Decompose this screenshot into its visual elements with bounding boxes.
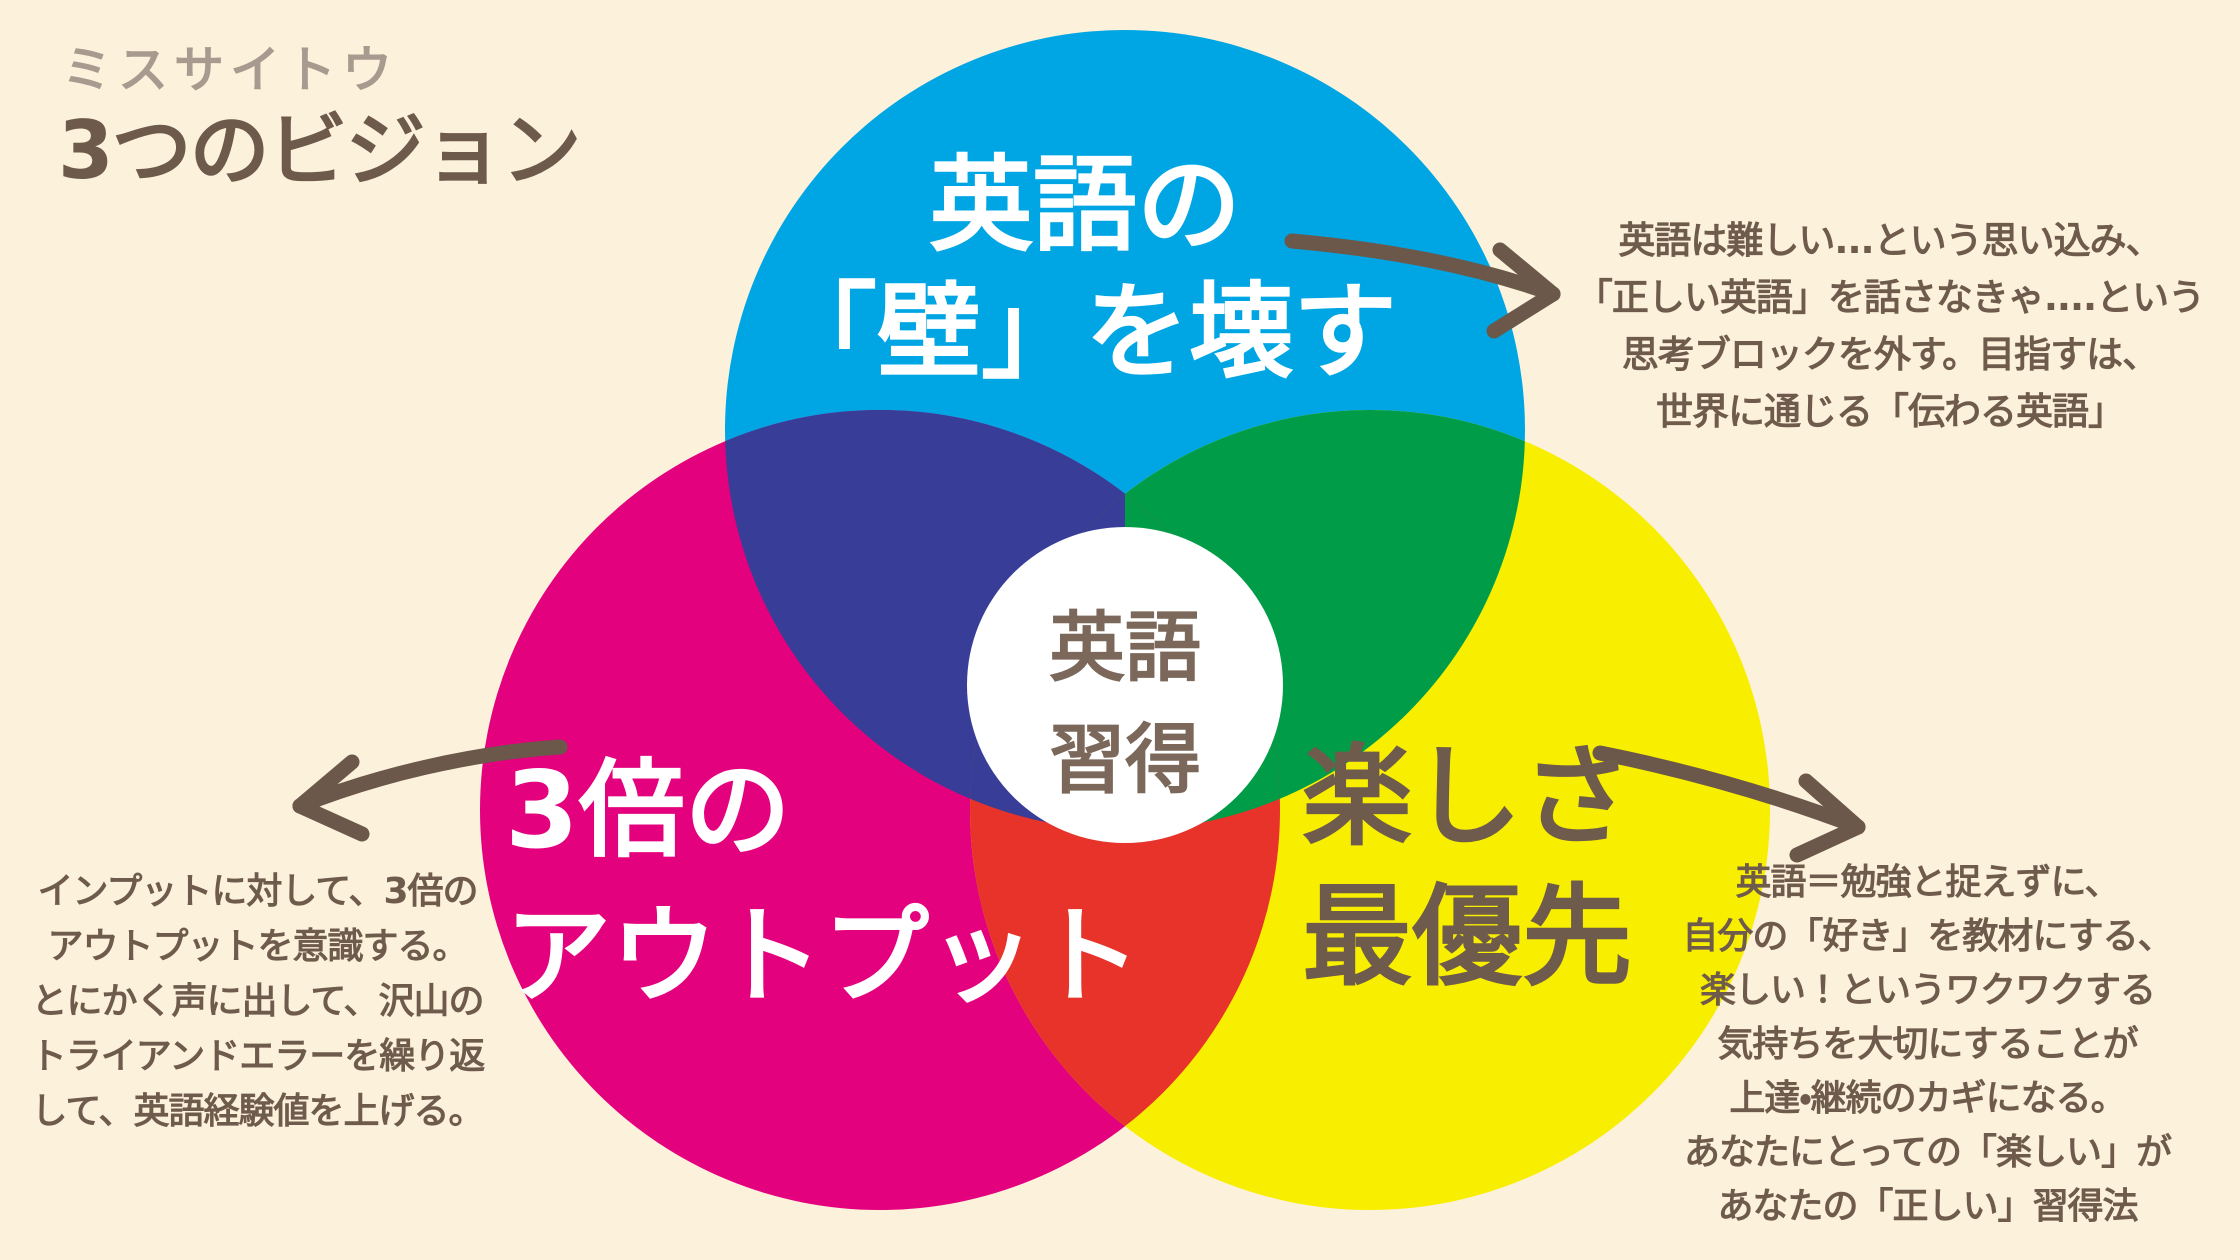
arrow-to-top-right-note [1284,233,1561,339]
blue-circle-label: 英語の 「壁」を壊す [725,142,1445,396]
page-title: 3つのビジョン [58,104,582,197]
note-line: アウトプットを意識する。 [47,926,468,967]
magenta-circle-label-line: アウトプット [505,895,1141,1019]
note-line: トライアンドエラーを繰り返 [30,1036,486,1077]
center-circle [967,527,1283,843]
note-line: 世界に通じる「伝わる英語」 [1656,390,2125,433]
arrow-to-bottom-left-note [292,739,568,842]
note-line: 英語は難しい...という思い込み、 [1618,219,2162,262]
note-line: 自分の「好き」を教材にする、 [1682,916,2173,957]
blue-circle-label-line: 英語の [928,144,1241,266]
note-line: インプットに対して、3倍の [37,871,478,912]
note-line: 楽しい！というワクワクする [1699,970,2156,1011]
note-bottom-right: 英語＝勉強と捉えずに、 自分の「好き」を教材にする、 楽しい！というワクワクする… [1610,856,2240,1234]
yellow-circle-label: 楽しさ 最優先 [1302,728,1822,1007]
center-circle-label-line: 習得 [1049,715,1201,805]
yellow-circle-label-line: 最優先 [1302,872,1632,1001]
center-circle-label: 英語 習得 [975,592,1275,817]
magenta-circle-label-line: 3倍の [505,749,791,872]
note-line: 上達・継続のカギになる。 [1729,1078,2126,1119]
arrow-to-bottom-right-note [1592,745,1866,863]
note-line: 「正しい英語」を話さなきゃ....という [1575,276,2205,319]
note-line: あなたの「正しい」習得法 [1717,1186,2138,1227]
note-bottom-left: インプットに対して、3倍の アウトプットを意識する。 とにかく声に出して、沢山の… [0,864,515,1139]
note-top-right: 英語は難しい...という思い込み、 「正しい英語」を話さなきゃ....という 思… [1540,212,2240,440]
center-circle-label-line: 英語 [1049,603,1201,692]
note-line: 気持ちを大切にすることが [1717,1024,2138,1065]
note-line: あなたにとっての「楽しい」が [1683,1132,2172,1173]
yellow-circle-label-line: 楽しさ [1302,733,1632,861]
header-subtitle: ミスサイトウ [62,41,398,99]
note-line: とにかく声に出して、沢山の [31,981,484,1022]
note-line: して、英語経験値を上げる。 [31,1091,484,1132]
blue-circle-label-line: 「壁」を壊す [772,270,1397,393]
note-line: 思考ブロックを外す。目指すは、 [1621,333,2159,376]
magenta-circle-label: 3倍の アウトプット [505,738,1205,1031]
note-line: 英語＝勉強と捉えずに、 [1735,862,2121,903]
